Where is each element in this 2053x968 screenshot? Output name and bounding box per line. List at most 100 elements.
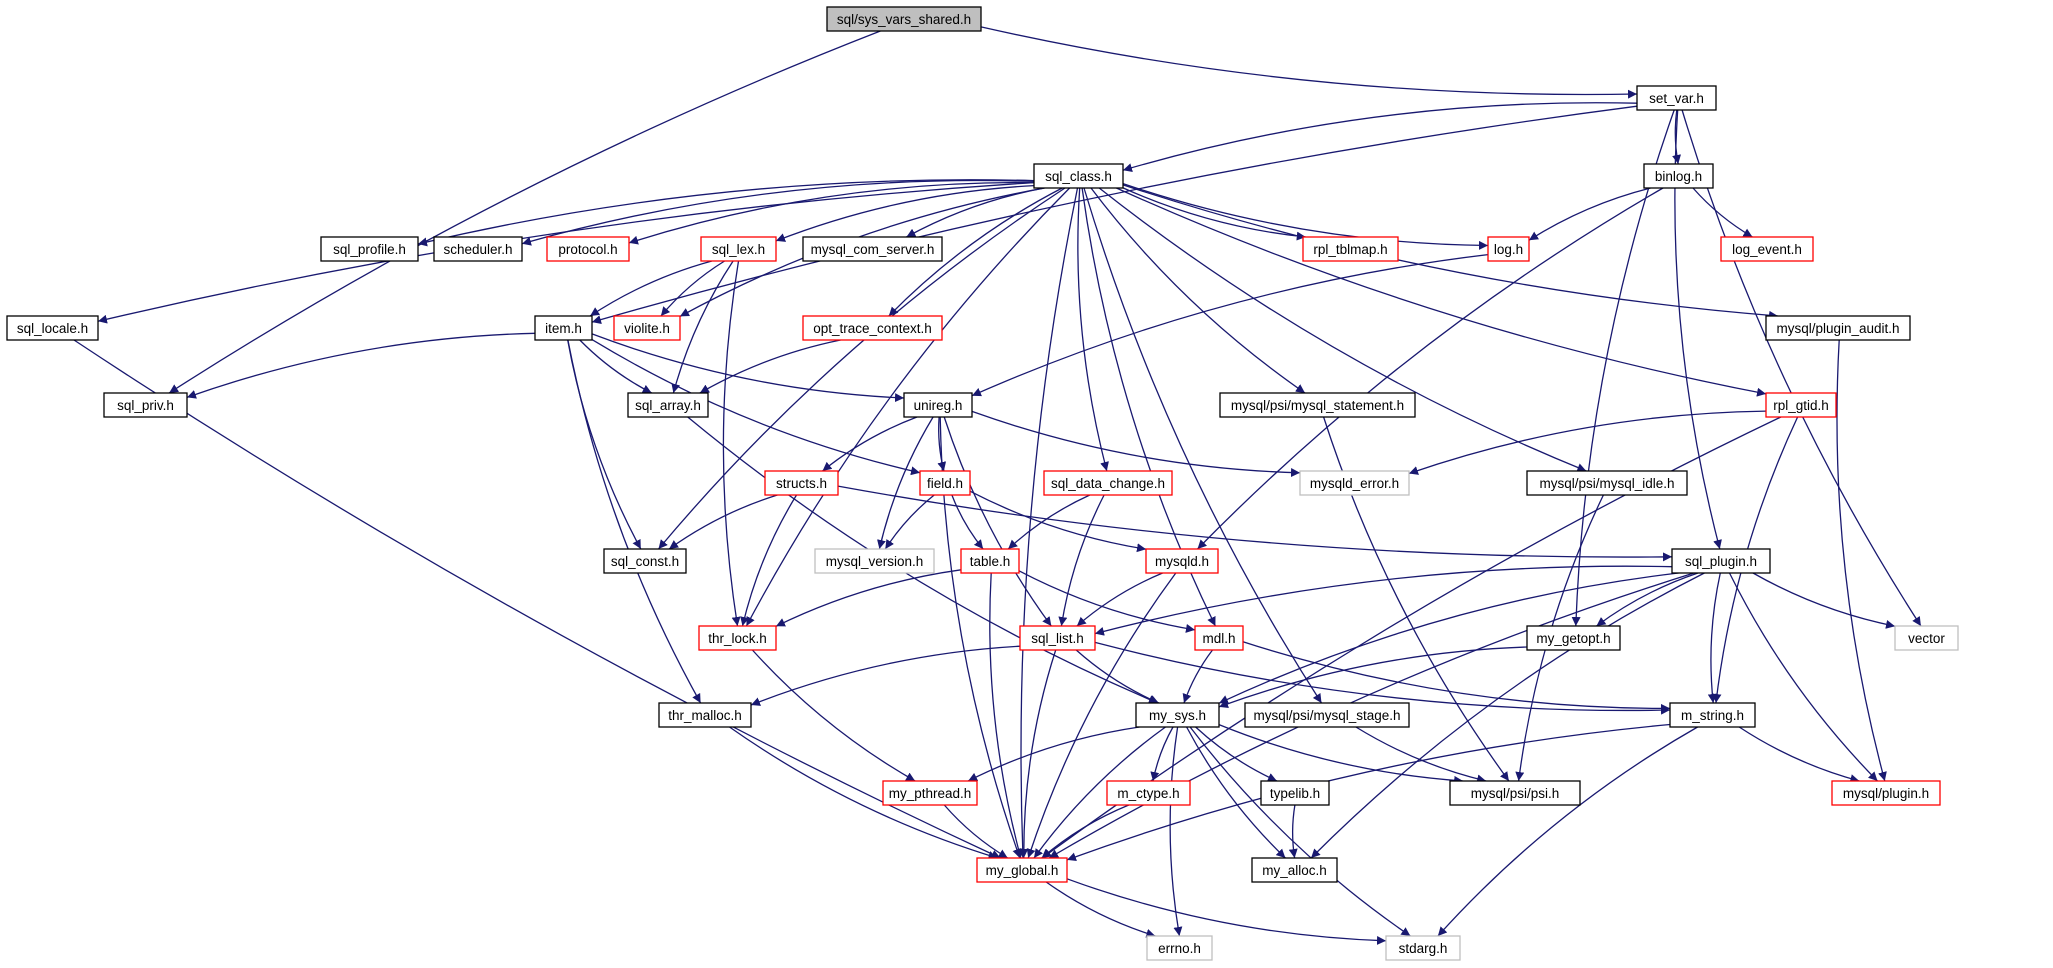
- node-plugin[interactable]: mysql/plugin.h: [1831, 780, 1941, 806]
- node-sql_list[interactable]: sql_list.h: [1019, 625, 1096, 651]
- node-box-mysql_version: [814, 548, 935, 574]
- node-label-sql_locale: sql_locale.h: [17, 321, 88, 336]
- edge-sql_lex-to-violite: [660, 260, 725, 317]
- node-my_global[interactable]: my_global.h: [976, 857, 1068, 883]
- edge-sql_class-to-opt_trace_context: [888, 187, 1063, 317]
- node-box-plugin: [1831, 780, 1941, 806]
- node-my_alloc[interactable]: my_alloc.h: [1251, 857, 1338, 883]
- node-rpl_gtid[interactable]: rpl_gtid.h: [1765, 392, 1837, 418]
- node-my_pthread[interactable]: my_pthread.h: [882, 780, 978, 806]
- node-label-sql_const: sql_const.h: [611, 554, 679, 569]
- node-table[interactable]: table.h: [960, 548, 1020, 574]
- node-mysql_stage[interactable]: mysql/psi/mysql_stage.h: [1244, 702, 1410, 728]
- node-box-thr_malloc: [658, 702, 752, 728]
- node-mdl[interactable]: mdl.h: [1194, 625, 1244, 651]
- nodes-layer: sql/sys_vars_shared.h set_var.h sql_class.…: [6, 6, 1959, 961]
- node-psi[interactable]: mysql/psi/psi.h: [1449, 780, 1581, 806]
- node-unireg[interactable]: unireg.h: [903, 392, 973, 418]
- node-set_var[interactable]: set_var.h: [1636, 85, 1717, 111]
- node-structs[interactable]: structs.h: [764, 470, 839, 496]
- edge-unireg-to-mysql_version: [877, 416, 934, 550]
- edge-sql_plugin-to-m_string: [1707, 572, 1721, 704]
- edge-sql_class-to-thr_lock: [745, 187, 1071, 627]
- node-sql_locale[interactable]: sql_locale.h: [6, 315, 99, 341]
- node-label-my_global: my_global.h: [986, 863, 1059, 878]
- node-label-psi: mysql/psi/psi.h: [1471, 786, 1560, 801]
- edge-sql_class-to-sql_const: [658, 187, 1066, 550]
- node-mysql_idle[interactable]: mysql/psi/mysql_idle.h: [1526, 470, 1688, 496]
- edge-field-to-mysql_version: [884, 494, 935, 550]
- edge-sql_plugin-to-vector: [1752, 572, 1896, 629]
- node-thr_lock[interactable]: thr_lock.h: [698, 625, 777, 651]
- node-sql_plugin[interactable]: sql_plugin.h: [1671, 548, 1771, 574]
- node-label-plugin_audit: mysql/plugin_audit.h: [1776, 321, 1899, 336]
- edge-unireg-to-field: [937, 416, 947, 472]
- node-my_getopt[interactable]: my_getopt.h: [1526, 625, 1621, 651]
- node-thr_malloc[interactable]: thr_malloc.h: [658, 702, 752, 728]
- edge-sql_plugin-to-my_alloc: [1310, 572, 1705, 859]
- node-sql_profile[interactable]: sql_profile.h: [320, 236, 419, 262]
- node-opt_trace_context[interactable]: opt_trace_context.h: [802, 315, 943, 341]
- node-box-sql_locale: [6, 315, 99, 341]
- node-sql_priv[interactable]: sql_priv.h: [103, 392, 188, 418]
- edge-binlog-to-mysqld: [1197, 187, 1664, 550]
- edge-sql_class-to-scheduler: [521, 179, 1035, 246]
- node-label-scheduler: scheduler.h: [443, 242, 512, 257]
- node-box-sql_array: [627, 392, 709, 418]
- edge-my_getopt-to-my_sys: [1218, 646, 1528, 709]
- node-label-rpl_tblmap: rpl_tblmap.h: [1313, 242, 1387, 257]
- node-box-vector: [1894, 625, 1959, 651]
- edge-my_sys-to-typelib: [1195, 726, 1278, 782]
- edge-mysqld-to-my_global: [1026, 572, 1177, 859]
- node-m_string[interactable]: m_string.h: [1669, 702, 1756, 728]
- node-mysqld[interactable]: mysqld.h: [1145, 548, 1219, 574]
- node-rpl_tblmap[interactable]: rpl_tblmap.h: [1302, 236, 1399, 262]
- node-my_sys[interactable]: my_sys.h: [1135, 702, 1220, 728]
- node-plugin_audit[interactable]: mysql/plugin_audit.h: [1765, 315, 1911, 341]
- edge-structs-to-sql_plugin: [837, 485, 1673, 562]
- edge-mdl-to-my_sys: [1182, 649, 1214, 704]
- edge-mysql_statement-to-psi: [1322, 416, 1510, 782]
- node-label-unireg: unireg.h: [914, 398, 963, 413]
- node-label-sql_array: sql_array.h: [635, 398, 701, 413]
- node-sql_lex[interactable]: sql_lex.h: [700, 236, 777, 262]
- node-field[interactable]: field.h: [919, 470, 971, 496]
- node-sql_class[interactable]: sql_class.h: [1033, 163, 1124, 189]
- edge-sql_class-to-rpl_gtid: [1116, 187, 1767, 397]
- node-box-scheduler: [433, 236, 523, 262]
- edge-sql_array-to-my_sys: [687, 416, 1159, 704]
- edge-item-to-sql_priv: [186, 332, 536, 399]
- node-mysqld_error: mysqld_error.h: [1299, 470, 1410, 496]
- node-label-thr_malloc: thr_malloc.h: [668, 708, 742, 723]
- node-label-sql_lex: sql_lex.h: [712, 242, 765, 257]
- node-sys_vars_shared[interactable]: sql/sys_vars_shared.h: [826, 6, 982, 32]
- edge-sql_data_change-to-table: [1007, 494, 1091, 550]
- node-violite[interactable]: violite.h: [613, 315, 681, 341]
- edge-sql_class-to-my_global: [1018, 187, 1079, 859]
- node-protocol[interactable]: protocol.h: [546, 236, 630, 262]
- edge-item-to-sql_const: [567, 339, 642, 550]
- node-log[interactable]: log.h: [1487, 236, 1530, 262]
- node-label-my_alloc: my_alloc.h: [1262, 863, 1327, 878]
- node-box-mysqld_error: [1299, 470, 1410, 496]
- node-scheduler[interactable]: scheduler.h: [433, 236, 523, 262]
- node-box-plugin_audit: [1765, 315, 1911, 341]
- edge-item-to-field: [591, 339, 921, 476]
- node-sql_array[interactable]: sql_array.h: [627, 392, 709, 418]
- node-m_ctype[interactable]: m_ctype.h: [1106, 780, 1191, 806]
- node-log_event[interactable]: log_event.h: [1720, 236, 1814, 262]
- node-sql_const[interactable]: sql_const.h: [603, 548, 687, 574]
- node-mysql_statement[interactable]: mysql/psi/mysql_statement.h: [1219, 392, 1416, 418]
- edge-m_string-to-stdarg: [1437, 726, 1698, 937]
- node-mysql_com_server[interactable]: mysql_com_server.h: [802, 236, 943, 262]
- edge-structs-to-sql_const: [668, 494, 778, 550]
- node-box-sql_data_change: [1043, 470, 1173, 496]
- node-label-m_ctype: m_ctype.h: [1117, 786, 1179, 801]
- node-box-mdl: [1194, 625, 1244, 651]
- node-item[interactable]: item.h: [534, 315, 593, 341]
- node-sql_data_change[interactable]: sql_data_change.h: [1043, 470, 1173, 496]
- node-label-thr_lock: thr_lock.h: [708, 631, 767, 646]
- node-typelib[interactable]: typelib.h: [1260, 780, 1330, 806]
- node-binlog[interactable]: binlog.h: [1643, 163, 1714, 189]
